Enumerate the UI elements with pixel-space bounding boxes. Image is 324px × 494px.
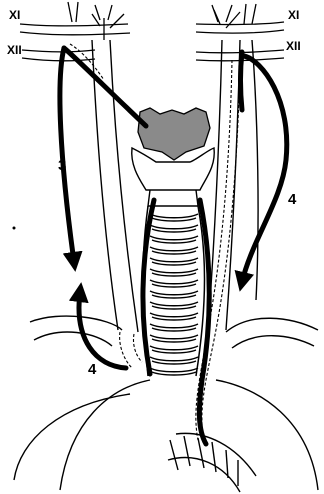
trachea-ring bbox=[150, 313, 198, 317]
trachea-ring bbox=[150, 368, 198, 372]
trachea-ring bbox=[150, 280, 198, 284]
nerve-xii-right-label: XII bbox=[286, 40, 301, 52]
trachea-ring bbox=[150, 247, 198, 251]
trachea-ring bbox=[150, 324, 198, 328]
nerve-xi-right-label: XI bbox=[288, 9, 299, 21]
small-dot-marker bbox=[13, 227, 16, 230]
nerve-xi-left-label: XI bbox=[9, 9, 20, 21]
trachea-ring bbox=[150, 225, 198, 229]
route-3-arrow bbox=[60, 48, 74, 262]
trachea-ring bbox=[150, 357, 198, 361]
trachea-ring bbox=[150, 214, 198, 218]
route-4-bottom-arrow bbox=[79, 292, 126, 368]
aortic-arch bbox=[168, 433, 256, 492]
thyroid-cartilage bbox=[138, 108, 210, 160]
route-line-left-upper bbox=[64, 48, 146, 126]
trachea-ring bbox=[150, 258, 198, 262]
route-3-label: 3 bbox=[58, 158, 66, 173]
trachea-ring bbox=[150, 302, 198, 306]
trachea-ring bbox=[150, 269, 198, 273]
trachea-ring bbox=[150, 346, 198, 350]
route-4-right-arrow bbox=[242, 56, 287, 282]
route-line-right-sheath bbox=[241, 52, 243, 110]
trachea-rings bbox=[150, 214, 198, 375]
nerve-xii-left-label: XII bbox=[7, 44, 22, 56]
route-4-right-label: 4 bbox=[288, 192, 296, 207]
route-4-bottom-label: 4 bbox=[88, 362, 96, 377]
trachea-ring bbox=[150, 236, 198, 240]
trachea-ring bbox=[150, 335, 198, 339]
trachea-ring bbox=[150, 291, 198, 295]
